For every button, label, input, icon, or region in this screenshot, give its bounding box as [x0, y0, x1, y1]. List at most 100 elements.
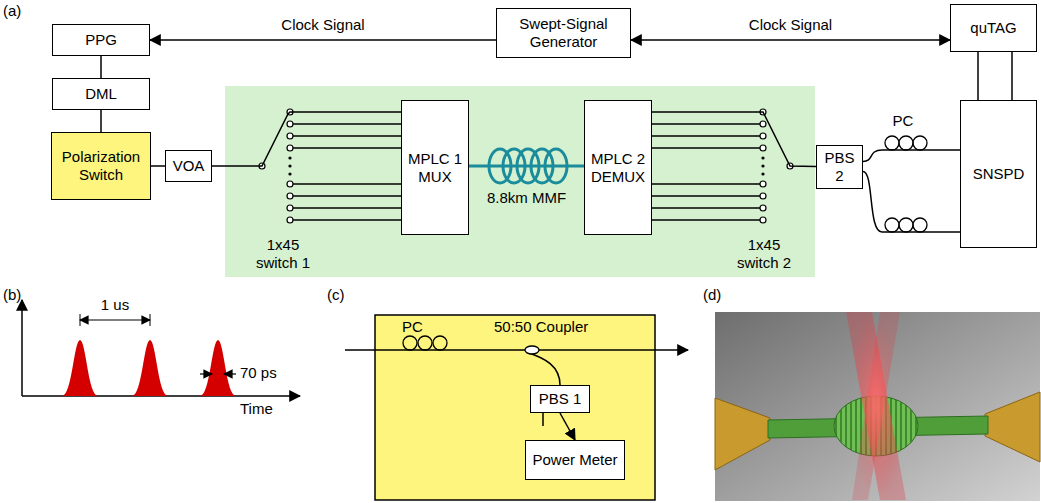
device-box: MPLC 1 MUX	[401, 100, 469, 235]
fiber-path	[345, 349, 688, 351]
ellipsis-dot	[761, 164, 764, 167]
node-text-group: PBS 1	[539, 390, 582, 408]
node-label: quTAG	[970, 19, 1016, 37]
optical-switch	[259, 109, 793, 223]
device-box: quTAG	[950, 4, 1037, 52]
connector-line	[560, 413, 575, 440]
switch-contact	[760, 181, 766, 187]
node-text-group: SNSPD	[973, 165, 1025, 183]
edge-label: Clock Signal	[749, 16, 832, 34]
switch-contact	[287, 145, 293, 151]
fiber-coupler	[525, 346, 539, 354]
device-box: MPLC 2 DEMUX	[584, 100, 652, 235]
dimension-tick	[80, 314, 81, 326]
coupler-branch	[526, 352, 560, 385]
optical-pulse	[62, 340, 98, 396]
node-text-group: VOA	[173, 157, 205, 175]
pc-loop	[403, 336, 417, 350]
connector-line	[100, 110, 102, 132]
width-dimension	[224, 373, 236, 374]
panel-letter: (c)	[327, 286, 345, 304]
switch-output-line	[293, 123, 402, 124]
connector-line	[150, 39, 496, 41]
node-text-group: Swept-Signal Generator	[501, 15, 626, 51]
ellipsis-dot	[288, 156, 291, 159]
connector-line	[212, 112, 401, 166]
period-value: 1 us	[101, 296, 129, 314]
multimode-fiber	[469, 165, 584, 168]
switch-input-line	[651, 207, 760, 208]
node-label: VOA	[173, 157, 205, 175]
device-box: SNSPD	[960, 100, 1037, 248]
switch-input-line	[651, 219, 760, 220]
switch-contact	[287, 205, 293, 211]
switch-contact	[760, 121, 766, 127]
period-dimension	[80, 319, 150, 320]
switch-output-line	[293, 219, 402, 220]
switch-contact	[760, 145, 766, 151]
switch-contact	[287, 181, 293, 187]
node-label: MPLC 2 DEMUX	[589, 150, 647, 186]
switch-contact	[287, 193, 293, 199]
connector-line	[863, 150, 960, 162]
switch-contact	[287, 121, 293, 127]
node-text-group: PBS 2	[821, 149, 858, 185]
switch-output-line	[293, 207, 402, 208]
gold-pad	[985, 392, 1040, 462]
switch-output-line	[293, 147, 402, 148]
polarization-switch-box: Polarization Switch	[51, 132, 151, 200]
switch-input-line	[651, 123, 760, 124]
switch-contact	[760, 217, 766, 223]
connector-line	[652, 112, 816, 167]
device-box: Power Meter	[525, 440, 625, 480]
width-dimension	[200, 373, 212, 374]
device-box: PBS 1	[530, 385, 590, 413]
switch-input-line	[651, 135, 760, 136]
switch-output-line	[293, 135, 402, 136]
edge-label: PC	[893, 112, 914, 130]
switch-input-line	[651, 183, 760, 184]
switch-caption: 1x45 switch 2	[731, 236, 797, 272]
switch-caption: 1x45 switch 1	[250, 236, 316, 272]
device-box: PBS 2	[816, 145, 863, 189]
connector-line	[977, 52, 979, 100]
panel-letter: (a)	[3, 2, 21, 20]
pc-loop	[418, 336, 432, 350]
ellipsis-dot	[288, 172, 291, 175]
node-label: Power Meter	[532, 451, 617, 469]
pc-loop	[899, 136, 913, 150]
switch-input-line	[651, 195, 760, 196]
laser-beam	[846, 312, 906, 500]
edge-label: Clock Signal	[281, 16, 364, 34]
switch-output-line	[293, 183, 402, 184]
switch-contact	[760, 205, 766, 211]
node-text-group: MPLC 1 MUX	[406, 150, 464, 186]
switch-input-line	[651, 147, 760, 148]
pc-loop	[913, 218, 927, 232]
switch-contact	[287, 133, 293, 139]
ellipsis-dot	[761, 156, 764, 159]
connector-line	[100, 56, 102, 78]
ellipsis-dot	[761, 172, 764, 175]
node-label: Swept-Signal Generator	[501, 15, 626, 51]
device-box: Swept-Signal Generator	[496, 8, 631, 58]
pc-loop	[885, 218, 899, 232]
dimension-tick	[150, 314, 151, 326]
connector-line	[631, 39, 950, 41]
node-label: PBS 1	[539, 390, 582, 408]
node-label: SNSPD	[973, 165, 1025, 183]
device-box: PPG	[52, 24, 150, 56]
switch-contact	[760, 133, 766, 139]
switch-contact	[760, 193, 766, 199]
pbs-port	[542, 413, 544, 426]
device-box: DML	[52, 78, 150, 110]
ellipsis-dot	[288, 164, 291, 167]
node-label: MPLC 1 MUX	[406, 150, 464, 186]
switch-output-line	[293, 195, 402, 196]
polarization-switch-housing	[375, 315, 655, 500]
pc-loop	[885, 136, 899, 150]
connector-line	[1011, 52, 1013, 100]
